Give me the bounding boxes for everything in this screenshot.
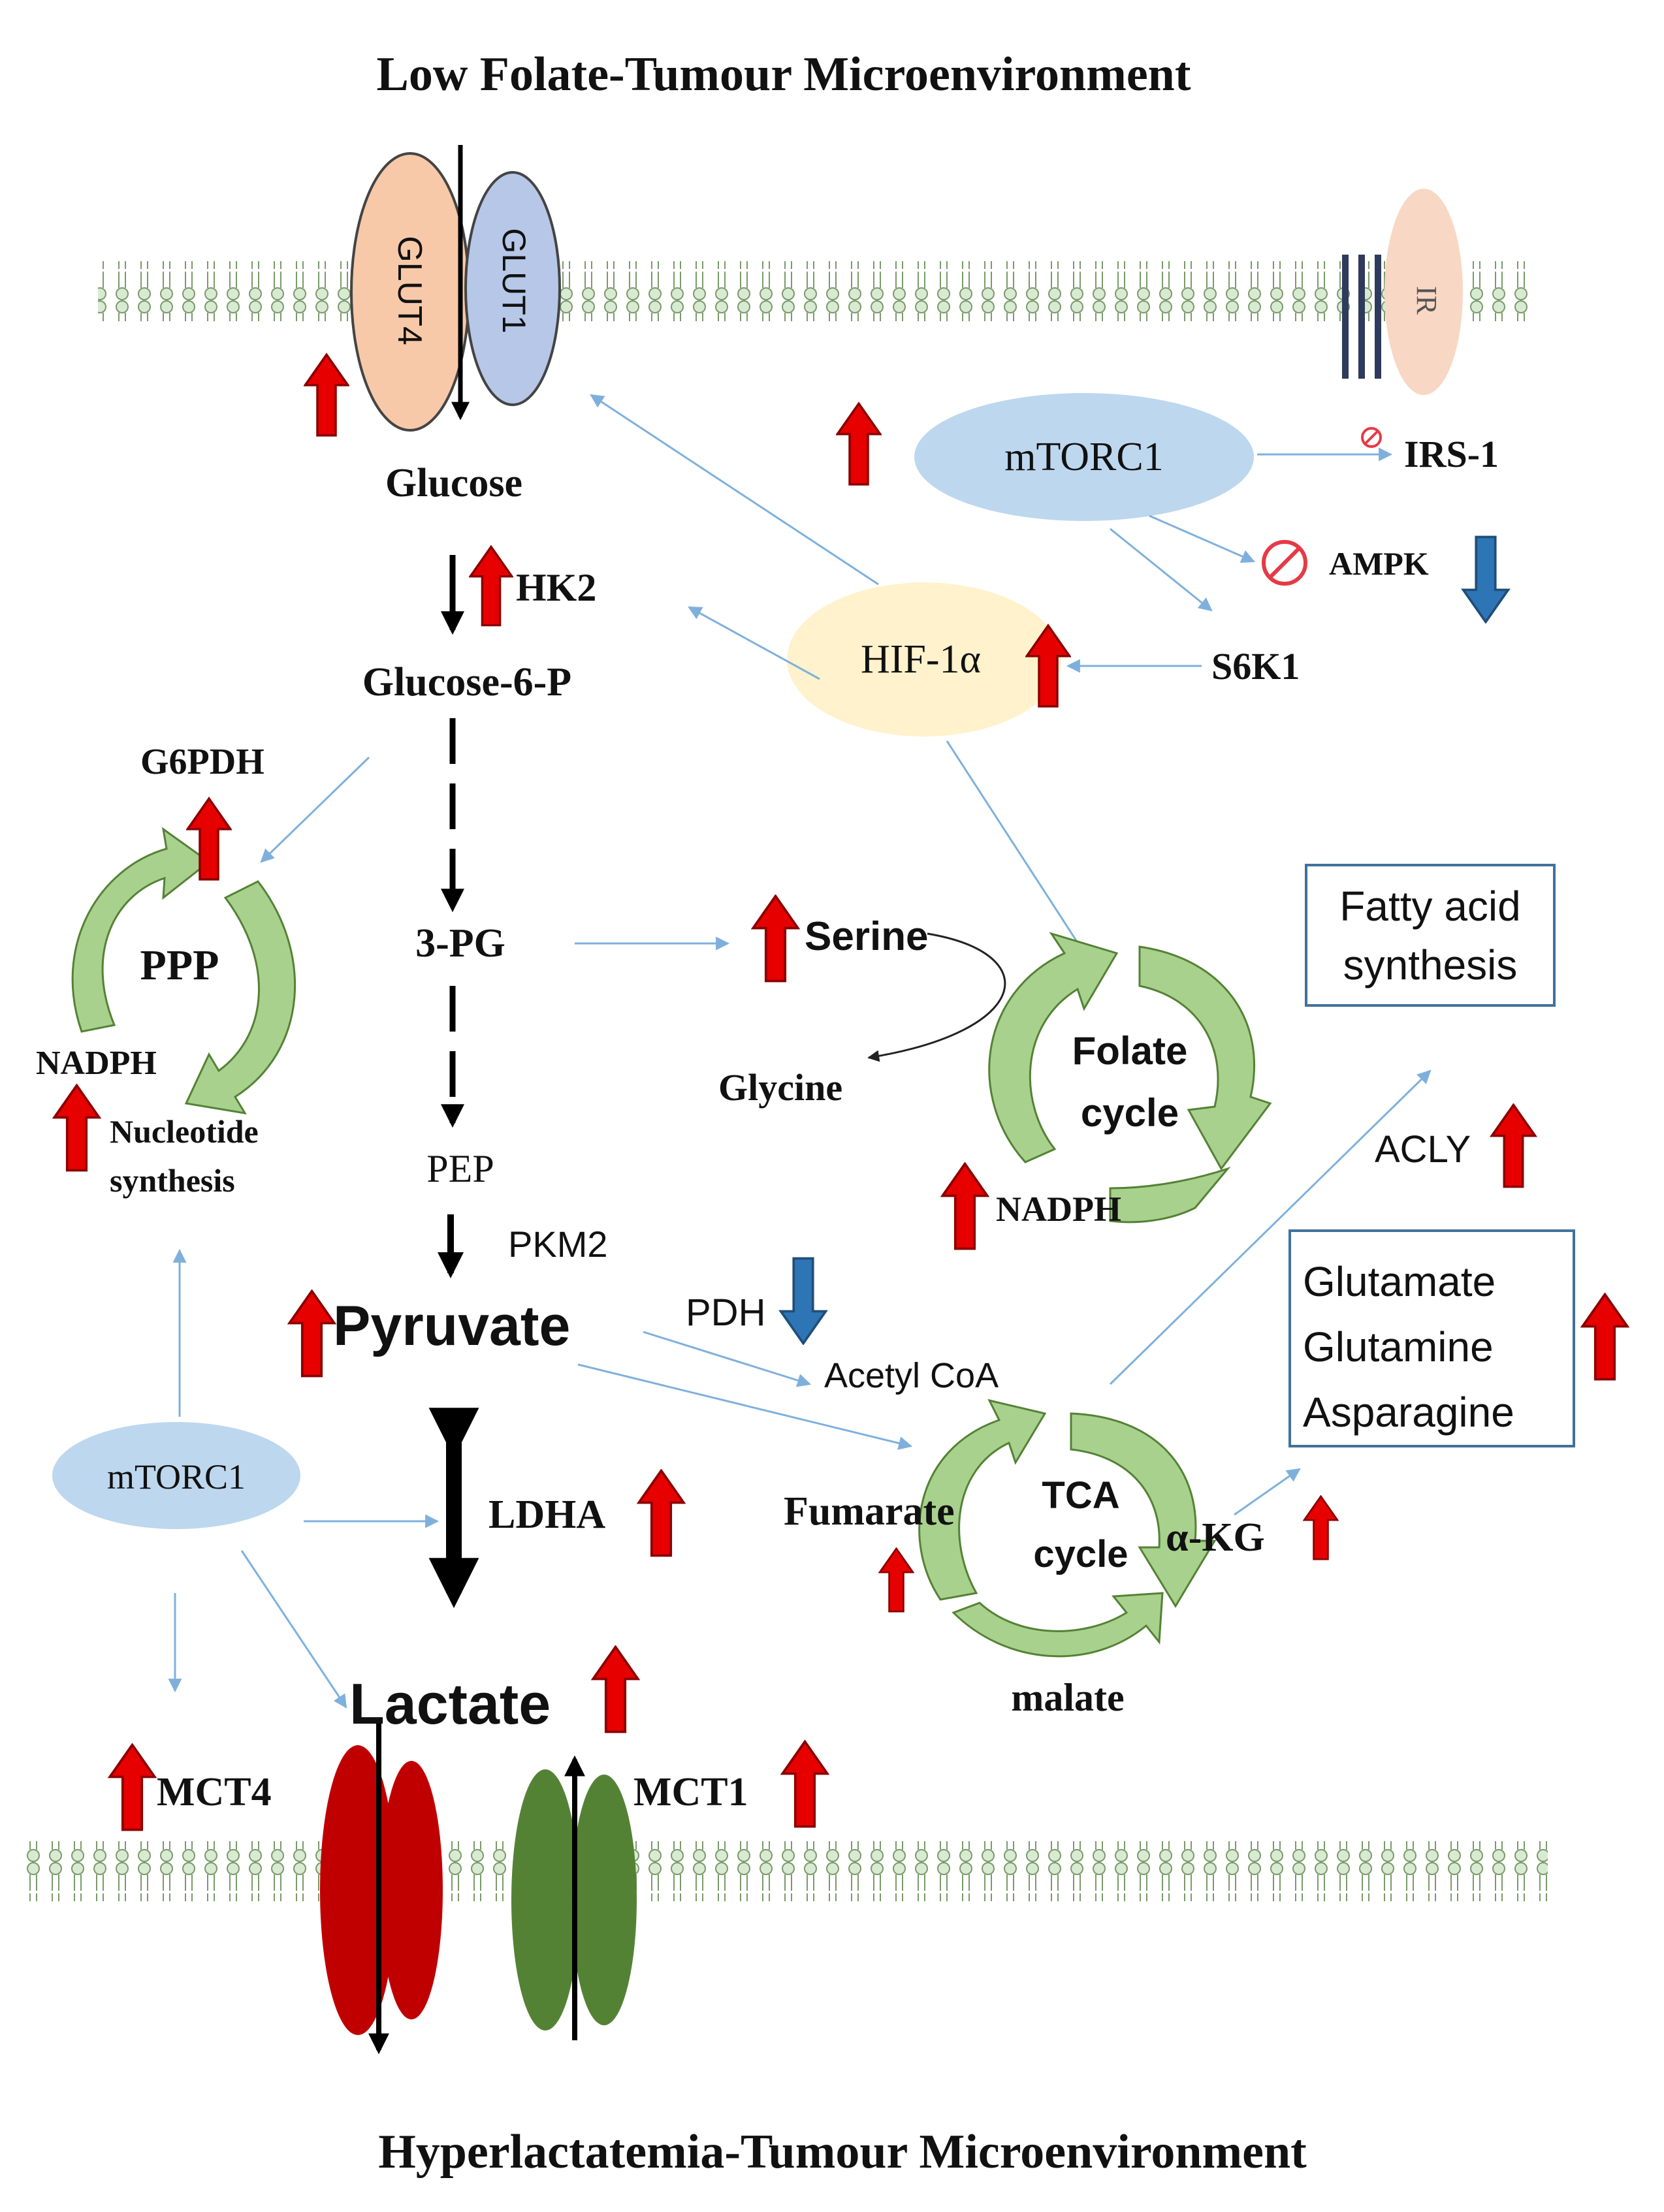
ppp-label: PPP xyxy=(140,941,219,989)
mct1-transporter-1 xyxy=(511,1769,579,2030)
amino-acid-up-arrow xyxy=(1581,1293,1629,1381)
glutamate-label: Glutamate xyxy=(1303,1258,1496,1305)
tca-cycle xyxy=(918,1398,1217,1658)
ir-label: IR xyxy=(1411,286,1443,315)
pyruvate-label: Pyruvate xyxy=(333,1295,570,1357)
mtorc1-top-label: mTORC1 xyxy=(1004,435,1163,479)
akg-up-arrow xyxy=(1303,1495,1339,1560)
malate-label: malate xyxy=(1011,1676,1124,1719)
ir-bar-2 xyxy=(1358,255,1365,379)
g6pdh-label: G6PDH xyxy=(140,742,264,782)
mtorc1-left xyxy=(52,1422,300,1529)
nucleotide-up-arrow xyxy=(53,1084,101,1172)
ir-bar-1 xyxy=(1342,255,1349,379)
bottom-membrane xyxy=(23,1841,1548,1901)
ppp-cycle xyxy=(71,827,296,1115)
lactate-label: Lactate xyxy=(349,1671,551,1736)
pep-label: PEP xyxy=(426,1147,494,1190)
ldha-up-arrow xyxy=(637,1469,685,1557)
g6p-to-ppp-arrow xyxy=(260,756,370,863)
mtorc1-to-ampk-arrow xyxy=(1149,514,1255,563)
glutamine-label: Glutamine xyxy=(1303,1323,1494,1370)
mtorc1-to-s6k1-arrow xyxy=(1110,528,1213,612)
mtorc1-to-lactate-arrow xyxy=(240,1550,347,1709)
pdh-label: PDH xyxy=(686,1291,765,1334)
acetylcoa-to-fattyacid-arrow xyxy=(1109,1069,1432,1385)
ir-receptor xyxy=(1384,189,1463,395)
nucleotide-label-1: Nucleotide xyxy=(110,1113,259,1150)
mct1-label: MCT1 xyxy=(633,1770,748,1814)
serine-to-glycine-arrow xyxy=(867,932,1006,1062)
tca-label-1: TCA xyxy=(1042,1474,1119,1517)
mtorc1-top xyxy=(914,393,1254,521)
tca-label-2: cycle xyxy=(1033,1533,1128,1575)
nucleotide-label-2: synthesis xyxy=(110,1162,235,1199)
ampk-label: AMPK xyxy=(1329,545,1429,582)
mct4-up-arrow xyxy=(108,1743,156,1831)
top-membrane xyxy=(98,261,1535,321)
glut4-up-arrow xyxy=(304,353,349,437)
mtorc1-top-up-arrow xyxy=(836,402,882,486)
glut1-transporter xyxy=(464,171,561,406)
acly-up-arrow xyxy=(1490,1103,1537,1188)
folate-cycle xyxy=(988,932,1272,1224)
irs1-inhibit-icon xyxy=(1361,427,1382,448)
folate-nadph-up-arrow xyxy=(941,1162,989,1250)
ppp-nadph-label: NADPH xyxy=(36,1045,157,1082)
hk2-label: HK2 xyxy=(516,566,596,609)
hif1a-to-hk2-arrow xyxy=(688,606,820,680)
akg-label: α-KG xyxy=(1166,1515,1265,1560)
hif1a-node xyxy=(787,582,1061,736)
mct4-transporter-2 xyxy=(380,1761,443,2019)
pyruvate-to-acetylcoa-arrow xyxy=(643,1331,812,1387)
mct1-transporter-2 xyxy=(571,1775,637,2025)
acetylcoa-label: Acetyl CoA xyxy=(824,1356,999,1395)
s6k1-label: S6K1 xyxy=(1211,645,1300,687)
ir-bar-3 xyxy=(1375,255,1381,379)
folate-label-1: Folate xyxy=(1072,1029,1188,1073)
bottom-title: Hyperlactatemia-Tumour Microenvironment xyxy=(378,2125,1307,2179)
pg3-label: 3-PG xyxy=(415,921,505,966)
glucose6p-label: Glucose-6-P xyxy=(362,660,571,704)
serine-up-arrow xyxy=(752,894,799,983)
ldha-label: LDHA xyxy=(488,1493,605,1537)
fumarate-label: Fumarate xyxy=(784,1489,955,1534)
top-title: Low Folate-Tumour Microenvironment xyxy=(377,48,1191,101)
glycine-label: Glycine xyxy=(718,1066,842,1109)
pyruvate-to-tca-arrow xyxy=(577,1363,913,1450)
mct1-up-arrow xyxy=(781,1740,829,1828)
ampk-down-arrow xyxy=(1462,535,1510,624)
fatty-acid-box xyxy=(1305,864,1556,1007)
ampk-inhibit-icon xyxy=(1262,540,1307,586)
hif1a-to-glut-arrow xyxy=(590,394,879,586)
fumarate-up-arrow xyxy=(878,1547,914,1613)
pkm2-label: PKM2 xyxy=(508,1224,608,1265)
folate-label-2: cycle xyxy=(1081,1091,1179,1135)
glucose-label: Glucose xyxy=(385,461,522,505)
hk2-up-arrow xyxy=(469,545,513,627)
fatty-acid-label-2: synthesis xyxy=(1343,941,1518,988)
pdh-down-arrow xyxy=(779,1257,827,1345)
lactate-up-arrow xyxy=(592,1645,639,1733)
glut4-label: GLUT4 xyxy=(391,236,428,345)
pyruvate-up-arrow xyxy=(288,1289,336,1378)
irs1-label: IRS-1 xyxy=(1404,433,1499,475)
acly-label: ACLY xyxy=(1375,1128,1471,1171)
mtorc1-left-label: mTORC1 xyxy=(107,1457,246,1496)
amino-acid-box xyxy=(1288,1229,1575,1447)
folate-nadph-label: NADPH xyxy=(996,1190,1121,1229)
glut1-label: GLUT1 xyxy=(496,228,532,333)
akg-to-aminoacid-arrow xyxy=(1234,1468,1301,1516)
hif1a-label: HIF-1α xyxy=(861,637,981,682)
asparagine-label: Asparagine xyxy=(1303,1389,1514,1436)
mct4-label: MCT4 xyxy=(157,1770,272,1814)
serine-label: Serine xyxy=(805,914,929,959)
hif1a-to-folate-arrow xyxy=(946,740,1098,974)
fatty-acid-label-1: Fatty acid xyxy=(1339,883,1520,930)
